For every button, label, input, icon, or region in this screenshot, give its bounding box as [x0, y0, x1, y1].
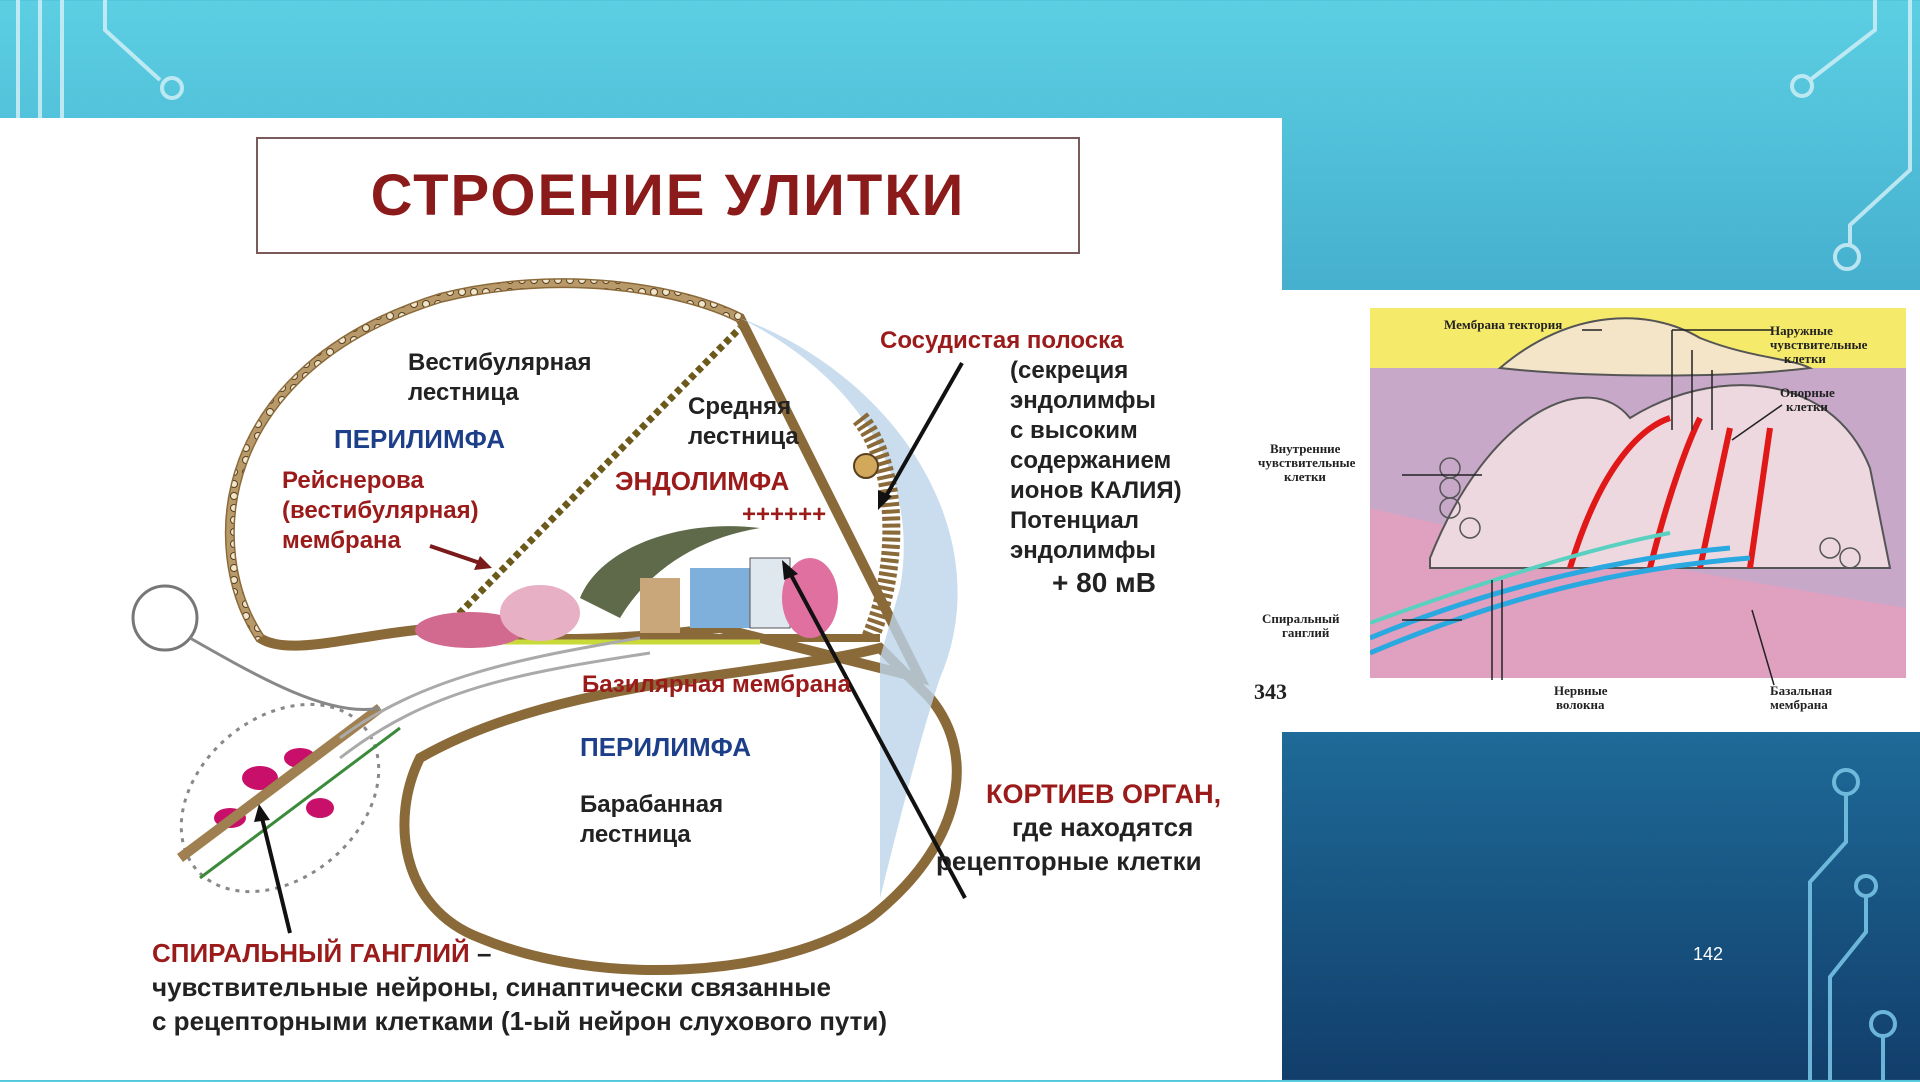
label-basilar: Базилярная мембрана — [582, 670, 851, 699]
label-ganglion-title-line: СПИРАЛЬНЫЙ ГАНГЛИЙ – — [152, 938, 491, 970]
label-vestibular-2: лестница — [408, 378, 519, 407]
label-reissner-2: (вестибулярная) — [282, 496, 479, 525]
side-figure-number: 343 — [1254, 680, 1287, 704]
organ-of-corti-illustration — [415, 526, 838, 648]
label-stria-6: Потенциал — [1010, 506, 1139, 535]
label-perilymph-bottom: ПЕРИЛИМФА — [580, 732, 751, 764]
label-perilymph-top: ПЕРИЛИМФА — [334, 424, 505, 456]
side-label-outer-3: клетки — [1784, 352, 1826, 366]
circuit-decoration-top-right — [1780, 0, 1920, 290]
side-label-support-2: клетки — [1786, 400, 1828, 414]
label-tympanic-1: Барабанная — [580, 790, 723, 819]
label-ganglion-2: с рецепторными клетками (1-ый нейрон слу… — [152, 1006, 887, 1038]
side-label-ganglion-2: ганглий — [1282, 626, 1329, 640]
label-stria-4: содержанием — [1010, 446, 1171, 475]
spiral-ganglion-illustration — [144, 638, 650, 930]
circuit-decoration-bottom-right — [1780, 732, 1920, 1082]
side-label-nerve-2: волокна — [1556, 698, 1605, 712]
label-stria-2: эндолимфы — [1010, 386, 1156, 415]
label-corti-3: рецепторные клетки — [936, 846, 1202, 878]
label-stria-8: + 80 мВ — [1052, 566, 1156, 600]
label-stria-7: эндолимфы — [1010, 536, 1156, 565]
label-stria-5: ионов КАЛИЯ) — [1010, 476, 1182, 505]
label-corti-2: где находятся — [1012, 812, 1193, 844]
label-reissner-3: мембрана — [282, 526, 401, 555]
label-plus-charge: ++++++ — [742, 500, 826, 529]
label-tympanic-2: лестница — [580, 820, 691, 849]
label-ganglion-title: СПИРАЛЬНЫЙ ГАНГЛИЙ — [152, 938, 470, 968]
label-ganglion-1: чувствительные нейроны, синаптически свя… — [152, 972, 831, 1004]
label-reissner-1: Рейснерова — [282, 466, 424, 495]
label-middle-2: лестница — [688, 422, 799, 451]
label-ganglion-dash: – — [470, 938, 492, 968]
label-corti-1: КОРТИЕВ ОРГАН, — [986, 778, 1221, 811]
side-label-basal-2: мембрана — [1770, 698, 1828, 712]
label-stria-title: Сосудистая полоска — [880, 326, 1123, 355]
side-label-inner-3: клетки — [1284, 470, 1326, 484]
circuit-decoration-top-left — [0, 0, 220, 120]
label-vestibular-1: Вестибулярная — [408, 348, 592, 377]
label-stria-1: (секреция — [1010, 356, 1128, 385]
side-label-tectorial: Мембрана тектория — [1444, 318, 1562, 332]
label-stria-3: с высоким — [1010, 416, 1138, 445]
label-endolymph: ЭНДОЛИМФА — [615, 466, 789, 498]
label-middle-1: Средняя — [688, 392, 791, 421]
page-number: 142 — [1693, 944, 1723, 965]
